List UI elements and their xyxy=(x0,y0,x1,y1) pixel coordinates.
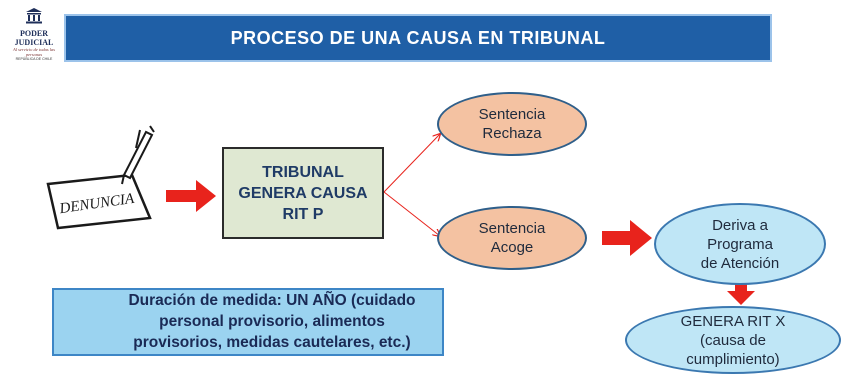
tribunal-box: TRIBUNAL GENERA CAUSA RIT P xyxy=(222,147,384,239)
arrow-deriva-to-rit-x xyxy=(727,283,755,305)
duracion-note-box xyxy=(52,288,444,356)
genera-rit-x-node: GENERA RIT X (causa de cumplimiento) xyxy=(625,306,841,374)
deriva-programa-node: Deriva a Programa de Atención xyxy=(654,203,826,285)
arrow-acoge-to-deriva xyxy=(602,220,652,256)
pen-icon xyxy=(121,125,155,185)
duracion-note-text: Duración de medida: UN AÑO (cuidado pers… xyxy=(128,292,416,351)
poder-judicial-logo: PODER JUDICIAL Al servicio de todas las … xyxy=(8,8,60,61)
header-band xyxy=(64,14,772,62)
logo-org-name: PODER JUDICIAL xyxy=(14,29,54,47)
logo-tagline: Al servicio de todas las personas xyxy=(13,47,55,57)
page-title: PROCESO DE UNA CAUSA EN TRIBUNAL xyxy=(230,28,606,48)
arrow-to-rechaza xyxy=(383,134,440,193)
logo-subline: REPÚBLICA DE CHILE xyxy=(15,57,53,61)
courthouse-icon xyxy=(26,8,42,24)
sentencia-rechaza-node: Sentencia Rechaza xyxy=(437,92,587,156)
sentencia-acoge-node: Sentencia Acoge xyxy=(437,206,587,270)
denuncia-document-icon: DENUNCIA xyxy=(46,125,155,230)
arrow-to-acoge xyxy=(383,191,440,236)
arrow-denuncia-to-tribunal xyxy=(166,180,216,212)
